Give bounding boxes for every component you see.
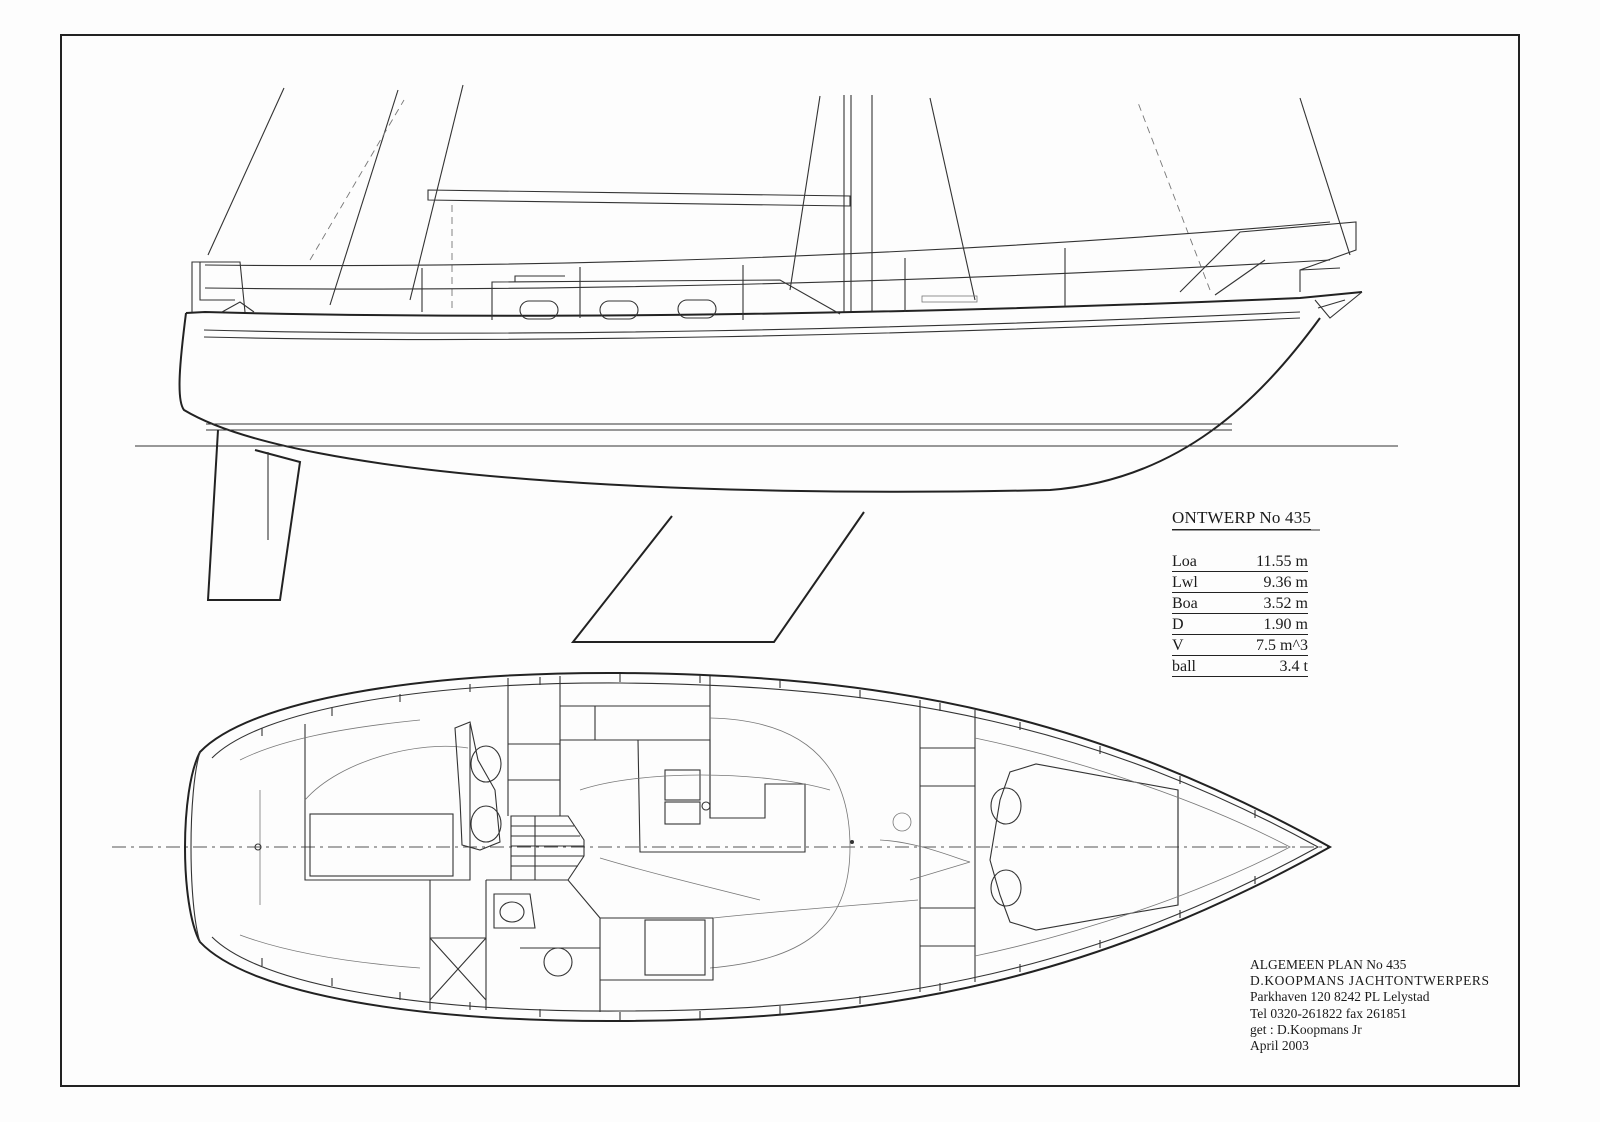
spec-value: 3.4 t <box>1279 658 1308 675</box>
toilet <box>493 893 536 929</box>
sink-2 <box>664 801 701 825</box>
spec-row-lwl: Lwl 9.36 m <box>1172 573 1308 593</box>
spec-label: Loa <box>1172 553 1197 570</box>
hatch <box>921 295 978 303</box>
backstay-dashed <box>309 99 405 261</box>
spec-value: 3.52 m <box>1263 595 1308 612</box>
boom <box>427 189 851 207</box>
spec-label: ball <box>1172 658 1196 675</box>
spec-label: Lwl <box>1172 574 1198 591</box>
drawing-date: April 2003 <box>1250 1038 1309 1054</box>
title-block: ALGEMEEN PLAN No 435 D.KOOPMANS JACHTONT… <box>1250 957 1490 1054</box>
shroud-aft <box>329 89 399 306</box>
stern-pulpit <box>191 261 246 313</box>
drawn-by: get : D.Koopmans Jr <box>1250 1021 1362 1037</box>
spec-value: 7.5 m^3 <box>1256 637 1308 654</box>
winch <box>470 805 502 843</box>
head-wall <box>486 879 601 1012</box>
forward-winch <box>990 787 1022 825</box>
cabin-trunk <box>491 279 841 320</box>
mast-step-curve <box>879 839 971 881</box>
transom <box>190 751 201 943</box>
washbasin <box>543 947 573 977</box>
sheer-line <box>185 291 1363 317</box>
cockpit-seat <box>309 813 454 877</box>
spec-value: 11.55 m <box>1256 553 1308 570</box>
shroud-fwd-2 <box>929 97 976 301</box>
spec-label: Boa <box>1172 595 1198 612</box>
plan-hull-inner <box>211 682 1320 1012</box>
winch <box>470 745 502 783</box>
bulkheads <box>507 676 1179 992</box>
forestay <box>207 87 285 256</box>
stanchions <box>421 248 1066 320</box>
lifeline-mid <box>204 259 1331 290</box>
spec-value: 1.90 m <box>1263 616 1308 633</box>
cockpit-curve <box>304 745 469 801</box>
bow-pulpit <box>1179 221 1357 296</box>
spec-value: 9.36 m <box>1263 574 1308 591</box>
winch-outline <box>454 721 501 851</box>
spec-label: D <box>1172 616 1184 633</box>
inner-forestay-dashed <box>1136 99 1211 291</box>
sink <box>664 769 701 801</box>
aft-deck-lines <box>239 719 421 969</box>
keel <box>570 511 865 643</box>
companionway-steps <box>510 815 585 881</box>
settee-curve <box>579 774 831 791</box>
cabin-top <box>514 275 565 282</box>
stern-detail <box>221 301 255 313</box>
hull-outline <box>178 312 1321 493</box>
lifeline-top <box>204 221 1331 267</box>
cockpit-well <box>304 724 471 881</box>
stem <box>1314 291 1363 319</box>
rudder <box>206 429 302 601</box>
v-berth <box>989 763 1179 931</box>
plan-hull-outline <box>184 671 1333 1023</box>
mast-step <box>850 840 854 844</box>
design-number-title: ONTWERP No 435 <box>1172 508 1312 530</box>
spec-row-draft: D 1.90 m <box>1172 615 1308 635</box>
quarter-berth <box>600 917 714 981</box>
toilet-bowl <box>499 901 525 923</box>
shroud-fwd <box>789 95 821 291</box>
shroud <box>409 84 464 301</box>
chart-table <box>712 899 919 919</box>
tap <box>701 801 711 811</box>
side-profile <box>135 84 1398 643</box>
porthole <box>677 299 717 319</box>
phone-fax: Tel 0320-261822 fax 261851 <box>1250 1005 1407 1021</box>
head-compartment <box>429 880 487 1010</box>
porthole <box>519 300 559 320</box>
specifications-table: ONTWERP No 435 Loa 11.55 m Lwl 9.36 m Bo… <box>1172 508 1338 678</box>
saloon-table <box>599 857 761 901</box>
forward-winch <box>990 869 1022 907</box>
deck-ticks <box>261 674 1256 1020</box>
deck-line-2 <box>203 317 1301 341</box>
porthole <box>599 300 639 320</box>
organization-name: D.KOOPMANS JACHTONTWERPERS <box>1250 973 1490 989</box>
stove-mark <box>892 812 912 832</box>
forestay-bow <box>1299 97 1351 256</box>
spec-row-loa: Loa 11.55 m <box>1172 552 1308 572</box>
spec-row-volume: V 7.5 m^3 <box>1172 636 1308 656</box>
spec-row-boa: Boa 3.52 m <box>1172 594 1308 614</box>
galley-counter <box>637 739 806 853</box>
drawing-frame <box>60 34 1520 1087</box>
forepeak-lines <box>974 737 1291 957</box>
deck-line <box>203 311 1301 334</box>
plan-title: ALGEMEEN PLAN No 435 <box>1250 957 1407 972</box>
tiller-pivot <box>254 843 262 851</box>
saloon-settee <box>709 717 851 969</box>
spec-row-ballast: ball 3.4 t <box>1172 657 1308 677</box>
locker <box>644 919 706 976</box>
spec-label: V <box>1172 637 1184 654</box>
address: Parkhaven 120 8242 PL Lelystad <box>1250 989 1430 1005</box>
interior-plan <box>112 671 1333 1023</box>
